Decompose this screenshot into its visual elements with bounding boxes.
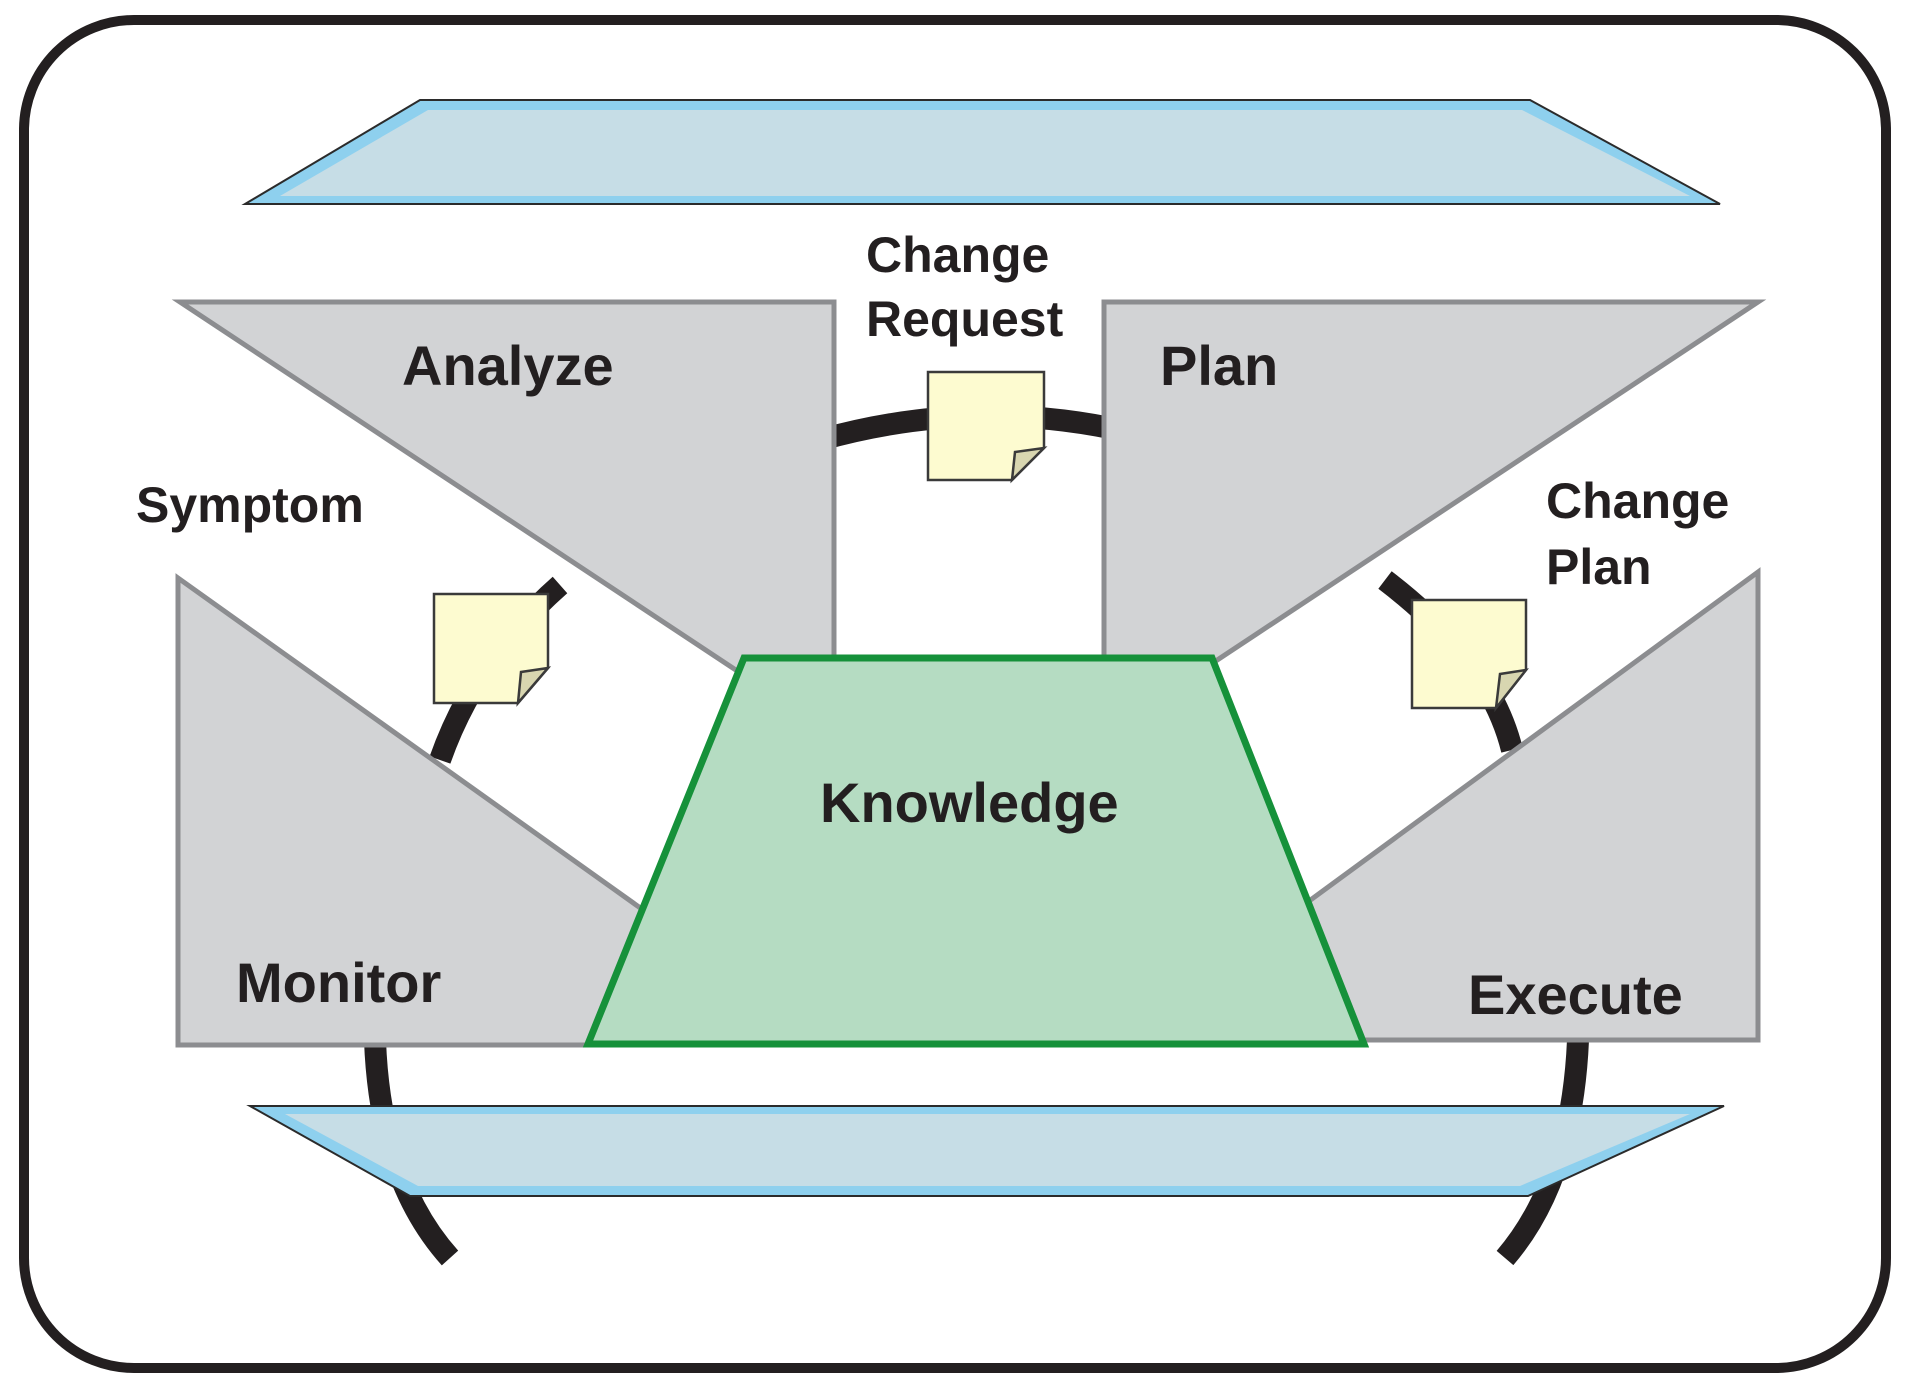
plan-panel xyxy=(1101,299,1767,740)
symptom-note-icon xyxy=(432,592,552,707)
top-bar-face xyxy=(280,110,1690,196)
change-plan-label-line2: Plan xyxy=(1546,539,1652,595)
analyze-label: Analyze xyxy=(402,334,614,397)
knowledge-label: Knowledge xyxy=(820,771,1119,834)
bottom-bar-face xyxy=(285,1114,1690,1186)
execute-label: Execute xyxy=(1468,963,1683,1026)
knowledge-panel xyxy=(582,654,1370,1048)
change-request-label-line2: Request xyxy=(866,291,1064,347)
change-plan-note-icon xyxy=(1410,598,1529,713)
change-request-note-icon xyxy=(926,370,1048,484)
monitor-label: Monitor xyxy=(236,951,441,1014)
analyze-panel xyxy=(171,299,837,740)
change-request-label-line1: Change xyxy=(866,227,1049,283)
change-plan-label-line1: Change xyxy=(1546,473,1729,529)
plan-label: Plan xyxy=(1160,334,1278,397)
symptom-label: Symptom xyxy=(136,477,364,533)
